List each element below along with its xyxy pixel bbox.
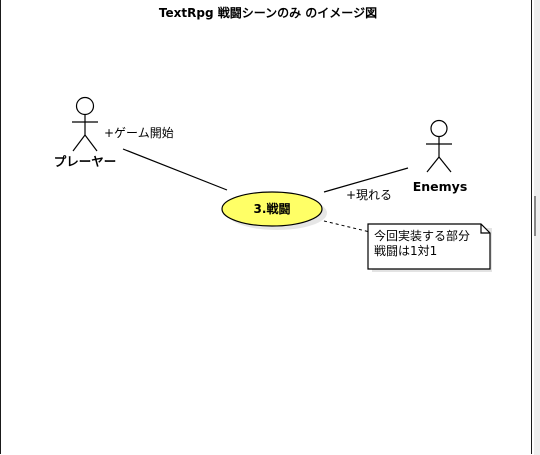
note-line-1: 今回実装する部分	[374, 228, 470, 243]
actor-player-name: プレーヤー	[54, 154, 117, 169]
scroll-marker	[534, 196, 536, 236]
window-edge	[534, 0, 540, 455]
association-enemy-usecase[interactable]	[323, 167, 409, 193]
note-anchor-line	[323, 220, 371, 233]
note-line-2: 戦闘は1対1	[374, 244, 437, 258]
note-box[interactable]: 今回実装する部分 戦闘は1対1	[367, 223, 492, 272]
association-enemy-label: +現れる	[346, 188, 392, 202]
note-fold-icon	[480, 224, 490, 234]
actor-enemy-name: Enemys	[413, 179, 468, 194]
use-case-label: 3.戦闘	[254, 201, 291, 216]
stick-figure-icon	[72, 96, 98, 152]
use-case-battle[interactable]: 3.戦闘	[221, 191, 327, 230]
stick-figure-icon	[426, 119, 452, 173]
diagram-title: TextRpg 戦闘シーンのみ のイメージ図	[159, 5, 377, 20]
actor-player[interactable]: プレーヤー	[54, 96, 117, 170]
association-player-usecase[interactable]	[122, 148, 228, 191]
association-player-label: +ゲーム開始	[104, 126, 174, 140]
actor-enemy[interactable]: Enemys	[413, 119, 468, 195]
